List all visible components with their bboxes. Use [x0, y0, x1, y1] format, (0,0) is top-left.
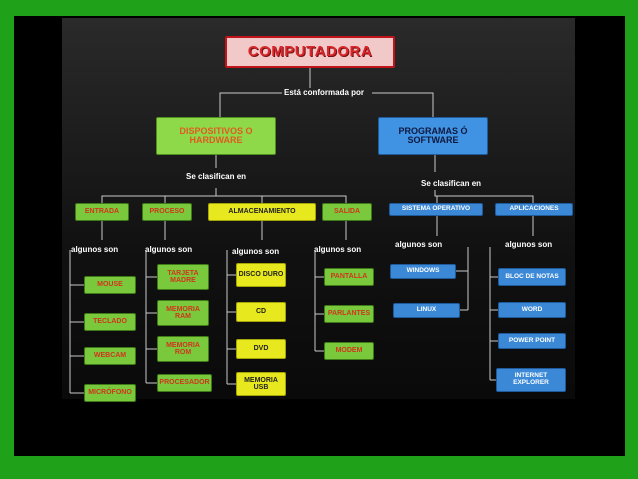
item-internet-explorer: INTERNET EXPLORER — [496, 368, 566, 392]
hardware-box: DISPOSITIVOS O HARDWARE — [156, 117, 276, 155]
item-procesador: PROCESADOR — [157, 374, 212, 392]
item-teclado: TECLADO — [84, 313, 136, 331]
item-webcam: WEBCAM — [84, 347, 136, 365]
item-cd: CD — [236, 302, 286, 322]
software-box: PROGRAMAS Ó SOFTWARE — [378, 117, 488, 155]
item-microfono: MICRÓFONO — [84, 384, 136, 402]
algunos-almacenamiento: algunos son — [232, 247, 280, 256]
category-aplicaciones: APLICACIONES — [495, 203, 573, 216]
item-memoria-usb: MEMORIA USB — [236, 372, 286, 396]
category-entrada: ENTRADA — [75, 203, 129, 221]
category-proceso: PROCESO — [142, 203, 192, 221]
category-almacenamiento: ALMACENAMIENTO — [208, 203, 316, 221]
item-dvd: DVD — [236, 339, 286, 359]
item-tarjeta-madre: TARJETA MADRE — [157, 264, 209, 290]
algunos-entrada: algunos son — [71, 245, 119, 254]
algunos-so: algunos son — [395, 240, 443, 249]
item-mouse: MOUSE — [84, 276, 136, 294]
item-memoria-ram: MEMORIA RAM — [157, 300, 209, 326]
algunos-aplicaciones: algunos son — [505, 240, 553, 249]
item-power-point: POWER POINT — [498, 333, 566, 349]
category-sistema-operativo: SISTEMA OPERATIVO — [389, 203, 483, 216]
item-pantalla: PANTALLA — [324, 268, 374, 286]
item-disco-duro: DISCO DURO — [236, 263, 286, 287]
item-windows: WINDOWS — [390, 264, 456, 279]
connector-main-label: Está conformada por — [284, 88, 365, 97]
item-word: WORD — [498, 302, 566, 318]
item-memoria-rom: MEMORIA ROM — [157, 336, 209, 362]
item-bloc-de-notas: BLOC DE NOTAS — [498, 268, 566, 286]
category-salida: SALIDA — [322, 203, 372, 221]
algunos-proceso: algunos son — [145, 245, 193, 254]
title-box: COMPUTADORA — [225, 36, 395, 68]
item-modem: MODEM — [324, 342, 374, 360]
algunos-salida: algunos son — [314, 245, 362, 254]
software-classify-label: Se clasifican en — [421, 179, 482, 188]
item-linux: LINUX — [393, 303, 460, 318]
item-parlantes: PARLANTES — [324, 305, 374, 323]
hardware-classify-label: Se clasifican en — [186, 172, 247, 181]
